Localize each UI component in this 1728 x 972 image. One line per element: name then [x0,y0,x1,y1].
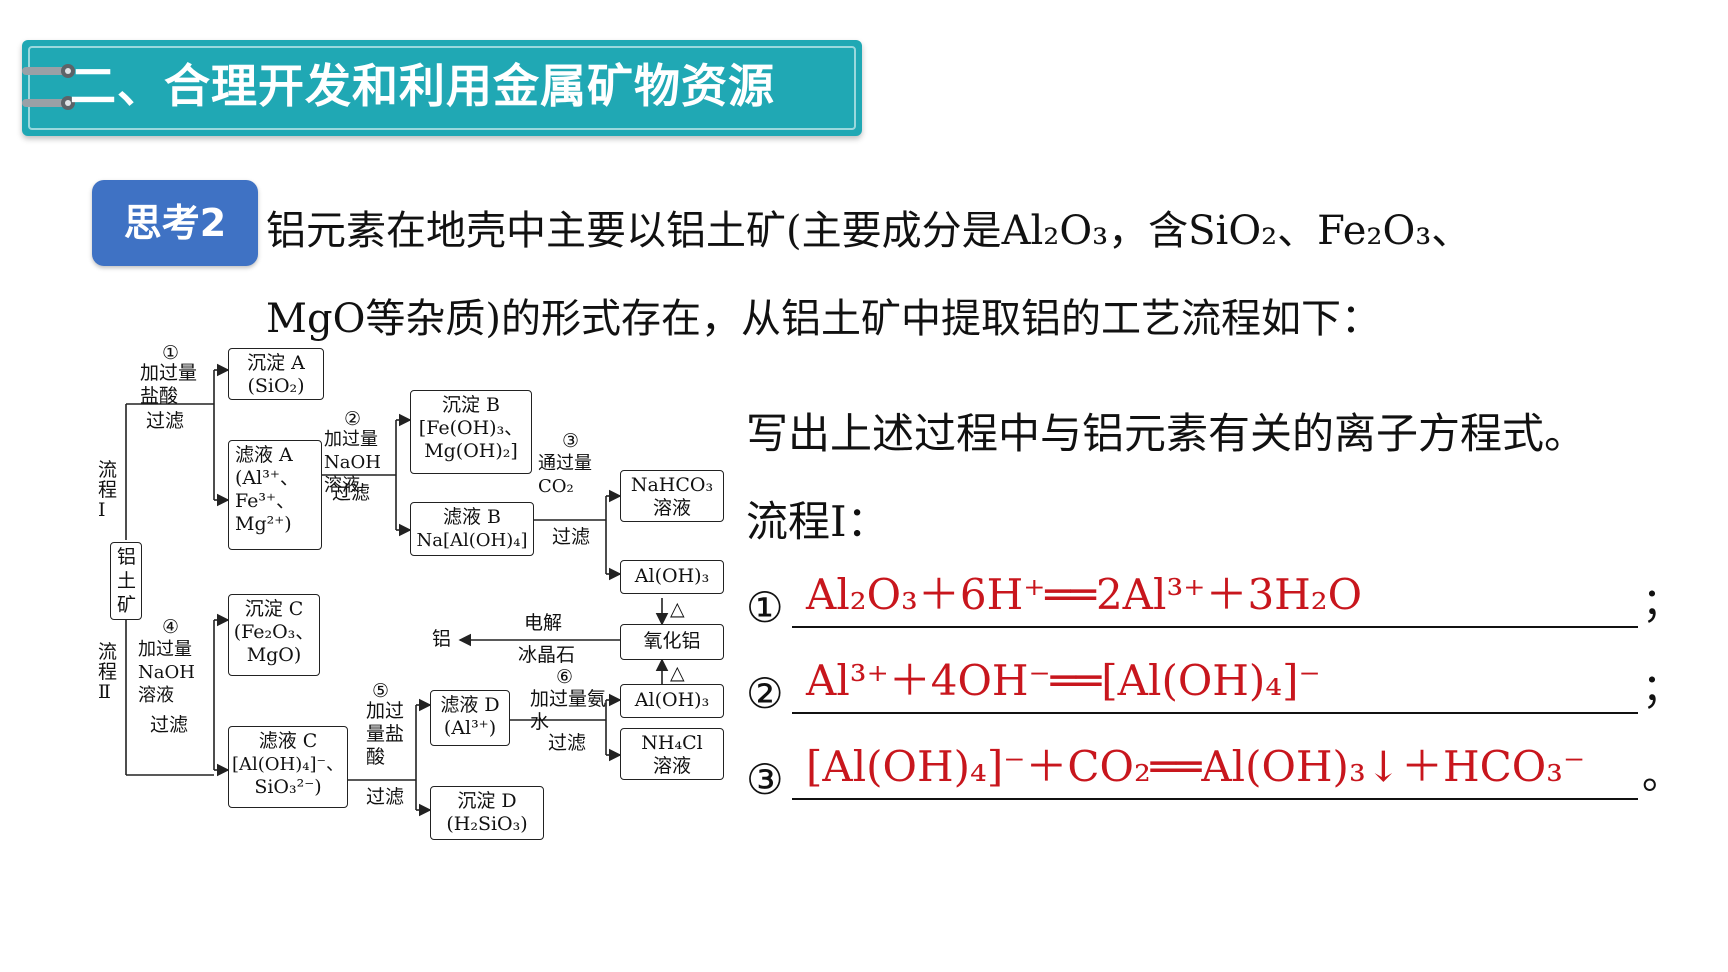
precipitate-a-box: 沉淀 A (SiO₂) [228,348,324,400]
question-line-1: 铝元素在地壳中主要以铝土矿(主要成分是Al₂O₃，含SiO₂、Fe₂O₃、 [266,208,1472,254]
step-6-reagent: 加过量氨水 [530,688,607,733]
precipitate-b-box: 沉淀 B [Fe(OH)₃、 Mg(OH)₂] [410,390,532,474]
step-3-number: ③ [562,430,580,452]
binder-ring-icon [22,64,75,78]
step-4-reagent: 加过量NaOH溶液 [138,639,195,706]
equation-text: Al³⁺＋4OH⁻══[Al(OH)₄]⁻ [806,656,1321,705]
section-banner: 二、合理开发和利用金属矿物资源 [22,40,862,136]
nahco3-solution-box: NaHCO₃ 溶液 [620,470,724,522]
filtrate-b-box: 滤液 B Na[Al(OH)₄] [410,502,534,556]
step-3-reagent: 通过量CO₂ [538,453,592,497]
equation-punctuation: ； [1642,666,1682,712]
banner-border [28,46,856,130]
think-badge: 思考2 [92,180,258,266]
precipitate-c-box: 沉淀 C (Fe₂O₃、 MgO) [228,594,320,676]
process-flowchart: 流程Ⅰ 流程Ⅱ 铝土矿 ① 加过量盐酸 过滤 沉淀 A (SiO₂) 滤液 A … [96,342,736,850]
step-2-reagent: 加过量NaOH溶液 [324,429,381,496]
process-label: 流程Ⅰ： [746,497,889,546]
equation-row: ③ [Al(OH)₄]⁻＋CO₂══Al(OH)₃↓＋HCO₃⁻ 。 [746,734,1682,804]
answer-underline [792,712,1638,714]
raw-ore-box: 铝土矿 [110,542,142,620]
aluminum-hydroxide-box-bottom: Al(OH)₃ [620,684,724,718]
step-6-operation: 过滤 [548,732,587,754]
step-6-number: ⑥ [556,666,574,688]
step-4-operation: 过滤 [150,714,189,736]
aluminum-hydroxide-box-top: Al(OH)₃ [620,560,724,594]
step-1-number: ① [162,342,180,364]
equation-punctuation: 。 [1642,752,1682,798]
equation-text: Al₂O₃＋6H⁺══2Al³⁺＋3H₂O [806,570,1363,619]
equation-number: ② [746,669,784,718]
equation-text: [Al(OH)₄]⁻＋CO₂══Al(OH)₃↓＋HCO₃⁻ [806,742,1586,791]
step-3-operation: 过滤 [552,526,591,548]
equation-row: ① Al₂O₃＋6H⁺══2Al³⁺＋3H₂O ； [746,562,1682,632]
equation-row: ② Al³⁺＋4OH⁻══[Al(OH)₄]⁻ ； [746,648,1682,718]
aluminum-product: 铝 [432,628,452,650]
think-badge-label: 思考2 [123,201,227,245]
answer-underline [792,626,1638,628]
precipitate-d-box: 沉淀 D (H₂SiO₃) [430,786,544,840]
step-1-operation: 过滤 [146,410,185,432]
step-5-reagent: 加过量盐酸 [366,700,405,768]
step-4-number: ④ [162,616,180,638]
question-line-2: MgO等杂质)的形式存在，从铝土矿中提取铝的工艺流程如下： [266,296,1381,342]
answer-underline [792,798,1638,800]
alumina-box: 氧化铝 [620,624,724,660]
equation-number: ③ [746,755,784,804]
binder-ring-icon [22,96,75,110]
filtrate-a-box: 滤液 A (Al³⁺、 Fe³⁺、 Mg²⁺) [228,440,322,550]
filtrate-d-box: 滤液 D (Al³⁺) [430,690,510,746]
nh4cl-solution-box: NH₄Cl 溶液 [620,728,724,780]
step-2-number: ② [344,408,362,430]
exercise-prompt: 写出上述过程中与铝元素有关的离子方程式。 [746,409,1587,458]
section-title: 二、合理开发和利用金属矿物资源 [70,59,775,113]
step-5-number: ⑤ [372,680,390,702]
filtrate-c-box: 滤液 C [Al(OH)₄]⁻、 SiO₃²⁻) [228,726,348,808]
equation-punctuation: ； [1642,580,1682,626]
route-1-label: 流程Ⅰ [98,459,118,521]
route-2-label: 流程Ⅱ [98,641,118,703]
step-2-operation: 过滤 [332,482,371,504]
equation-number: ① [746,583,784,632]
cryolite-label: 冰晶石 [518,644,576,666]
heating-symbol-bottom: △ [670,662,685,684]
step-1-reagent: 加过量盐酸 [140,362,198,407]
electrolysis-label: 电解 [524,612,563,634]
step-5-operation: 过滤 [366,786,405,808]
flowchart-connectors [125,363,669,817]
heating-symbol-top: △ [670,598,685,620]
